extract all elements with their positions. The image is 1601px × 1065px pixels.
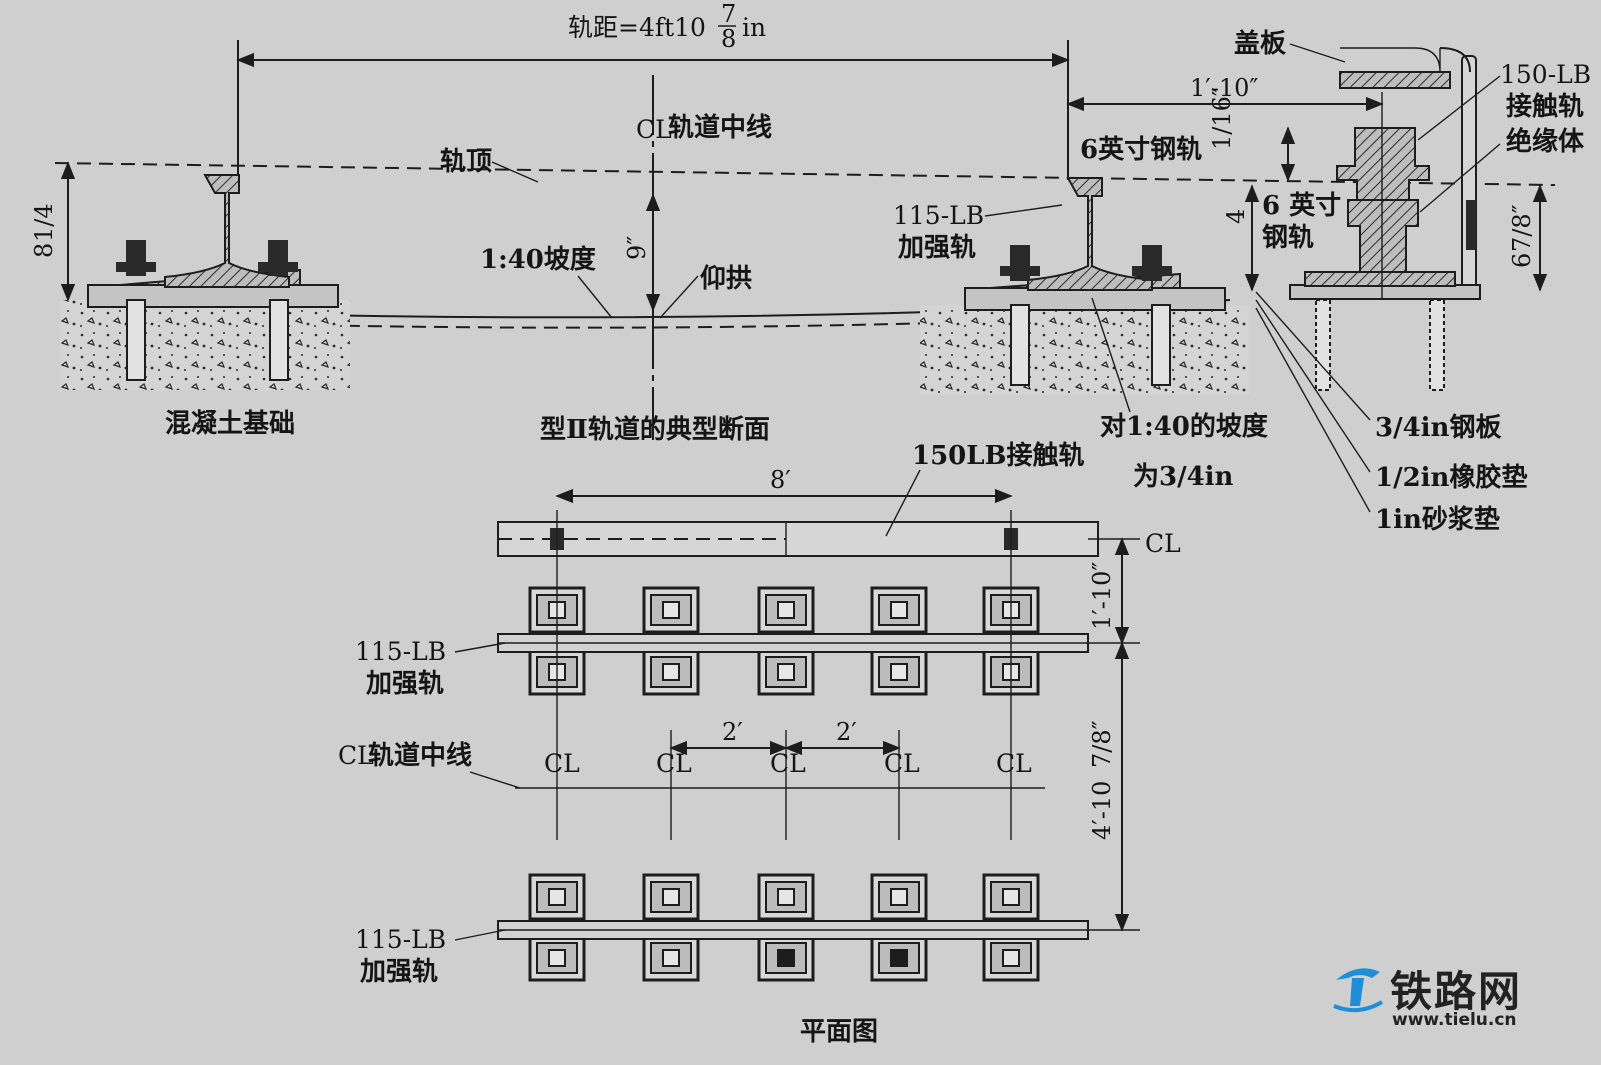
plan-rail-top-line1: 115-LB <box>355 637 446 666</box>
slope-note-line1: 对1:40的坡度 <box>1100 411 1268 442</box>
plan-cl-2: CL <box>656 749 692 778</box>
plan-cl-5: CL <box>996 749 1032 778</box>
sleeper-pad <box>757 648 815 696</box>
plan-centerline-label: 轨道中线 <box>368 740 472 771</box>
cover-board-label: 盖板 <box>1234 28 1286 59</box>
left-rail-assembly: 混凝土基础 <box>60 174 350 439</box>
contact-rail-assembly: 盖板 150-LB 接触轨 绝缘体 1′-10″ 6英寸钢轨 1/16″ 4 6… <box>1066 28 1591 535</box>
plan-sleeper-dim-a: 2′ <box>722 718 743 746</box>
contact-offset-dim: 1′-10″ <box>1190 74 1258 102</box>
plan-view: 150LB接触轨 8′ CL CL CL CL CL CL 2′ 2′ <box>338 441 1181 1047</box>
sleeper-pad <box>870 934 928 982</box>
svg-text:8: 8 <box>30 243 58 258</box>
plan-offset-dim: 1′-10″ <box>1088 562 1116 630</box>
rail-gap-dim: 1/16″ <box>1208 87 1236 150</box>
slope-label: 1:40坡度 <box>480 244 596 275</box>
centerline-symbol: CL <box>636 115 672 144</box>
sleeper-pad <box>642 648 700 696</box>
section-centerline: CL 轨道中线 9″ <box>623 75 772 440</box>
contact-rail-line2: 接触轨 <box>1506 92 1584 122</box>
rail-6in-b-line1: 6 英寸 <box>1262 191 1341 221</box>
gauge-unit: in <box>742 13 766 42</box>
gauge-label: 轨距=4ft10 <box>568 13 706 42</box>
left-height-dim: 8 1/4 <box>30 161 76 302</box>
svg-text:1/4: 1/4 <box>30 203 58 242</box>
sleeper-pad <box>870 873 928 921</box>
section-title: 型Ⅱ轨道的典型断面 <box>540 414 770 445</box>
sleeper-pad <box>528 873 586 921</box>
contact-height-frac: 7/8″ <box>1508 204 1536 252</box>
right-concrete <box>920 305 1250 395</box>
sleeper-pad <box>642 586 700 634</box>
sleeper-pad <box>982 934 1040 982</box>
sleeper-pad <box>642 873 700 921</box>
slope-note-line2: 为3/4in <box>1133 462 1234 492</box>
logo-name: 铁路网 <box>1390 967 1523 1016</box>
plan-cl-1: CL <box>544 749 580 778</box>
plan-centerline-symbol: CL <box>338 741 374 770</box>
contact-rail-profile <box>1336 127 1430 203</box>
plan-rail-top-line2: 加强轨 <box>366 669 444 699</box>
sleeper-pads <box>528 586 1040 982</box>
rail-115-line2: 加强轨 <box>898 233 976 263</box>
rail-top-line <box>54 162 1556 186</box>
steel-plate-label: 3/4in钢板 <box>1375 413 1501 443</box>
insulator-label: 绝缘体 <box>1506 126 1585 157</box>
centerline-label: 轨道中线 <box>668 112 772 143</box>
sleeper-pad <box>757 586 815 634</box>
sleeper-pad <box>982 873 1040 921</box>
plan-spacing-dim: 8′ <box>770 466 791 494</box>
rubber-pad-label: 1/2in橡胶垫 <box>1375 462 1527 493</box>
plan-gauge-dim: 4′-10 <box>1088 781 1116 840</box>
right-rail-profile <box>1027 177 1153 291</box>
mortar-pad-label: 1in砂浆垫 <box>1375 504 1500 535</box>
rail-top-label: 轨顶 <box>440 147 492 177</box>
plan-cl-contact: CL <box>1145 529 1181 558</box>
contact-rail-plan-label: 150LB接触轨 <box>912 441 1085 471</box>
sleeper-pad <box>870 648 928 696</box>
sleeper-pad <box>528 934 586 982</box>
rail-115-line1: 115-LB <box>893 201 984 230</box>
plan-title: 平面图 <box>800 1017 878 1047</box>
plan-rail-bot-line1: 115-LB <box>355 925 446 954</box>
center-height-dim: 9″ <box>623 236 651 260</box>
plan-rail-bot-line2: 加强轨 <box>360 957 438 987</box>
rail-6in-b-line2: 钢轨 <box>1262 223 1314 253</box>
contact-rail-line1: 150-LB <box>1500 60 1591 89</box>
left-rail-profile <box>164 174 290 288</box>
sleeper-pad <box>870 586 928 634</box>
contact-height-dim: 6 <box>1508 253 1536 268</box>
sleeper-pad <box>757 934 815 982</box>
cover-board <box>1339 71 1451 89</box>
rail-6in-label: 6英寸钢轨 <box>1080 135 1202 165</box>
gauge-frac-num: 7 <box>721 0 736 28</box>
right-rail-assembly: 115-LB 加强轨 对1:40的坡度 为3/4in <box>893 177 1268 492</box>
left-concrete <box>60 300 350 390</box>
insulator <box>1347 199 1419 273</box>
plan-sleeper-dim-b: 2′ <box>836 718 857 746</box>
invert-label: 仰拱 <box>700 263 752 294</box>
plan-gauge-frac: 7/8″ <box>1088 720 1116 768</box>
tielu-logo-icon <box>1333 968 1384 1013</box>
gauge-frac-den: 8 <box>721 25 736 53</box>
concrete-base-label: 混凝土基础 <box>165 409 295 439</box>
plan-cl-4: CL <box>884 749 920 778</box>
plan-cl-3: CL <box>770 749 806 778</box>
gauge-dimension: 轨距=4ft10 7 8 in <box>236 0 1070 180</box>
rail-gap-dim-a: 4 <box>1222 209 1250 224</box>
logo-url[interactable]: www.tielu.cn <box>1392 1010 1517 1030</box>
sleeper-pad <box>642 934 700 982</box>
sleeper-pad <box>757 873 815 921</box>
